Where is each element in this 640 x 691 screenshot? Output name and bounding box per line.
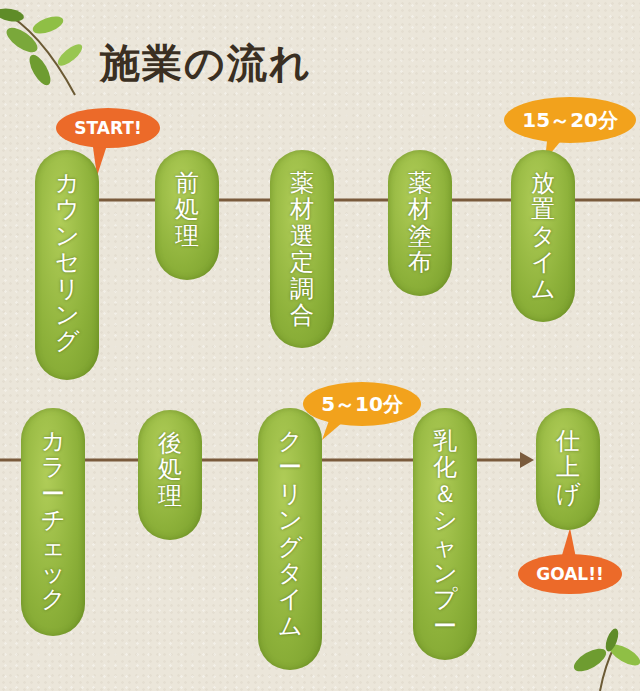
step-pill: 薬材選定調合: [270, 150, 334, 348]
step-label: 後処理: [158, 430, 182, 509]
step-pill: 後処理: [138, 410, 202, 540]
step-label: 乳化＆シャンプー: [433, 428, 457, 639]
step-pill: 仕上げ: [536, 408, 600, 530]
callout-text: GOAL!!: [536, 564, 603, 584]
callout-bubble: START!: [56, 108, 159, 148]
leaf-decoration: [570, 627, 640, 691]
callout-text: 15～20分: [522, 107, 618, 134]
step-label: 薬材塗布: [408, 170, 432, 276]
flow-connector: [99, 200, 155, 201]
callout-bubble: 15～20分: [504, 97, 636, 143]
step-pill: 前処理: [155, 150, 219, 280]
leaf-decoration: [0, 7, 85, 95]
flow-connector: [202, 460, 258, 461]
flow-connector: [322, 460, 413, 461]
step-pill: 薬材塗布: [388, 150, 452, 296]
diagram-title: 施業の流れ: [100, 36, 312, 91]
step-label: クーリングタイム: [278, 428, 302, 639]
step-pill: カラーチェック: [21, 408, 85, 636]
callout-bubble: 5～10分: [303, 382, 421, 426]
step-label: 放置タイム: [531, 170, 555, 302]
step-label: 薬材選定調合: [290, 170, 314, 328]
step-pill: 放置タイム: [511, 150, 575, 322]
step-label: カラーチェック: [41, 428, 65, 613]
flow-connector: [85, 460, 138, 461]
step-label: 前処理: [175, 170, 199, 249]
step-pill: 乳化＆シャンプー: [413, 408, 477, 660]
callout-text: 5～10分: [321, 391, 403, 418]
flow-connector: [219, 200, 270, 201]
callout-text: START!: [74, 118, 141, 138]
step-pill: クーリングタイム: [258, 408, 322, 670]
flow-connector: [452, 200, 511, 201]
flow-connector: [334, 200, 388, 201]
flow-connector: [477, 452, 534, 468]
step-label: カウンセリング: [55, 170, 79, 355]
step-label: 仕上げ: [556, 428, 580, 507]
callout-bubble: GOAL!!: [518, 554, 621, 594]
step-pill: カウンセリング: [35, 150, 99, 380]
